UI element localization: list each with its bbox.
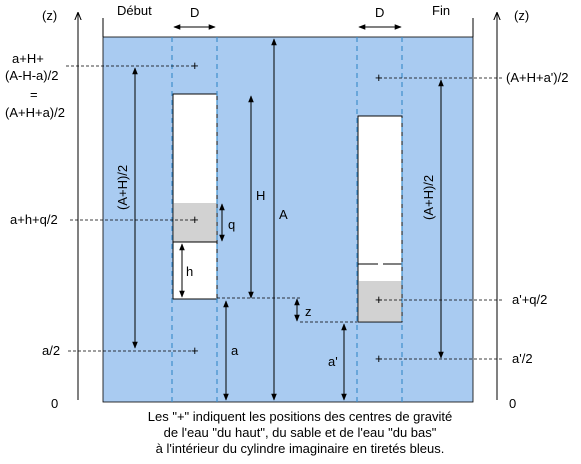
dim-H-label: H [256,188,265,203]
d-right-label: D [375,5,384,20]
gravity-marker: + [191,212,199,227]
dim-A-label: A [279,207,288,222]
gravity-marker: + [191,58,199,73]
label-A-H-a-over-2-sum: (A+H+a)/2 [5,105,65,120]
label-equals: = [30,87,38,102]
label-A-H-a-over-2: (A-H-a)/2 [5,68,58,83]
label-A-H-a-prime-over-2: (A+H+a')/2 [506,70,568,85]
dim-AH-right-label: (A+H)/2 [421,175,436,220]
dim-AH-left-label: (A+H)/2 [115,165,130,210]
z-axis-right-label: (z) [514,8,529,23]
dim-z-label: z [305,304,312,319]
label-a-H: a+H+ [12,51,44,66]
gravity-marker: + [375,70,383,85]
left-tube-outline [172,93,218,300]
gravity-marker: + [375,292,383,307]
gravity-marker: + [375,351,383,366]
dim-h-label: h [186,264,193,279]
dim-q-label: q [228,217,235,232]
dim-a-prime-label: a' [328,354,338,369]
label-a-h-q-over-2: a+h+q/2 [10,212,58,227]
caption-line-2: de l'eau "du haut", du sable et de l'eau… [163,425,437,440]
left-tube [172,93,218,300]
caption-line-1: Les "+" indiquent les positions des cent… [147,409,453,424]
zero-left-label: 0 [51,396,58,411]
label-a-over-2: a/2 [42,343,60,358]
z-axis-left-label: (z) [42,8,57,23]
label-a-prime-q-over-2: a'+q/2 [512,292,547,307]
debut-label: Début [117,3,152,18]
dashed-cylinder-right [356,37,403,402]
caption: Les "+" indiquent les positions des cent… [80,409,520,457]
dashed-cylinder-left [171,37,218,402]
zero-right-label: 0 [509,396,516,411]
gravity-marker: + [191,343,199,358]
label-a-prime-over-2: a'/2 [512,351,533,366]
dim-a-label: a [231,343,239,358]
left-sand [173,203,217,242]
right-sand [358,281,402,322]
fin-label: Fin [432,3,450,18]
d-left-label: D [190,5,199,20]
water-tank [102,36,474,403]
caption-line-3: à l'intérieur du cylindre imaginaire en … [155,441,445,456]
